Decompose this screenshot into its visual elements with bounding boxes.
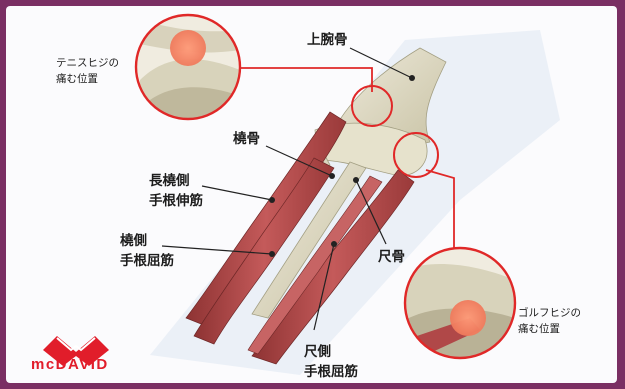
fcr-label-line2: 手根屈筋 [120, 252, 174, 271]
humerus-label: 上腕骨 [307, 31, 348, 50]
golf-elbow-callout-line2: 痛む位置 [518, 322, 560, 337]
fcu-label-line2: 手根屈筋 [304, 363, 358, 382]
ulna-label: 尺骨 [378, 248, 405, 267]
mcdavid-logo: mcDAVID [33, 328, 119, 383]
golf-magnifier-detail [405, 264, 515, 360]
tennis-elbow-callout-line2: 痛む位置 [56, 72, 98, 87]
ecr-label-line1: 長橈側 [149, 172, 190, 191]
ecr-label-line2: 手根伸筋 [149, 192, 203, 211]
mcdavid-wordmark: mcDAVID [31, 356, 109, 373]
fcu-label-line1: 尺側 [304, 343, 331, 362]
tennis-elbow-callout-line1: テニスヒジの [56, 56, 119, 71]
tennis-pain-spot [170, 30, 206, 66]
tennis-connector-line [240, 68, 372, 92]
golf-pain-spot [450, 300, 486, 336]
radius-label: 橈骨 [233, 130, 260, 149]
diagram-panel: 上腕骨 橈骨 長橈側 手根伸筋 橈側 手根屈筋 尺骨 尺側 手根屈筋 テニスヒジ… [6, 6, 617, 383]
golf-elbow-callout-line1: ゴルフヒジの [518, 306, 581, 321]
fcr-label-line1: 橈側 [120, 232, 147, 251]
ecr-leader [202, 186, 272, 200]
